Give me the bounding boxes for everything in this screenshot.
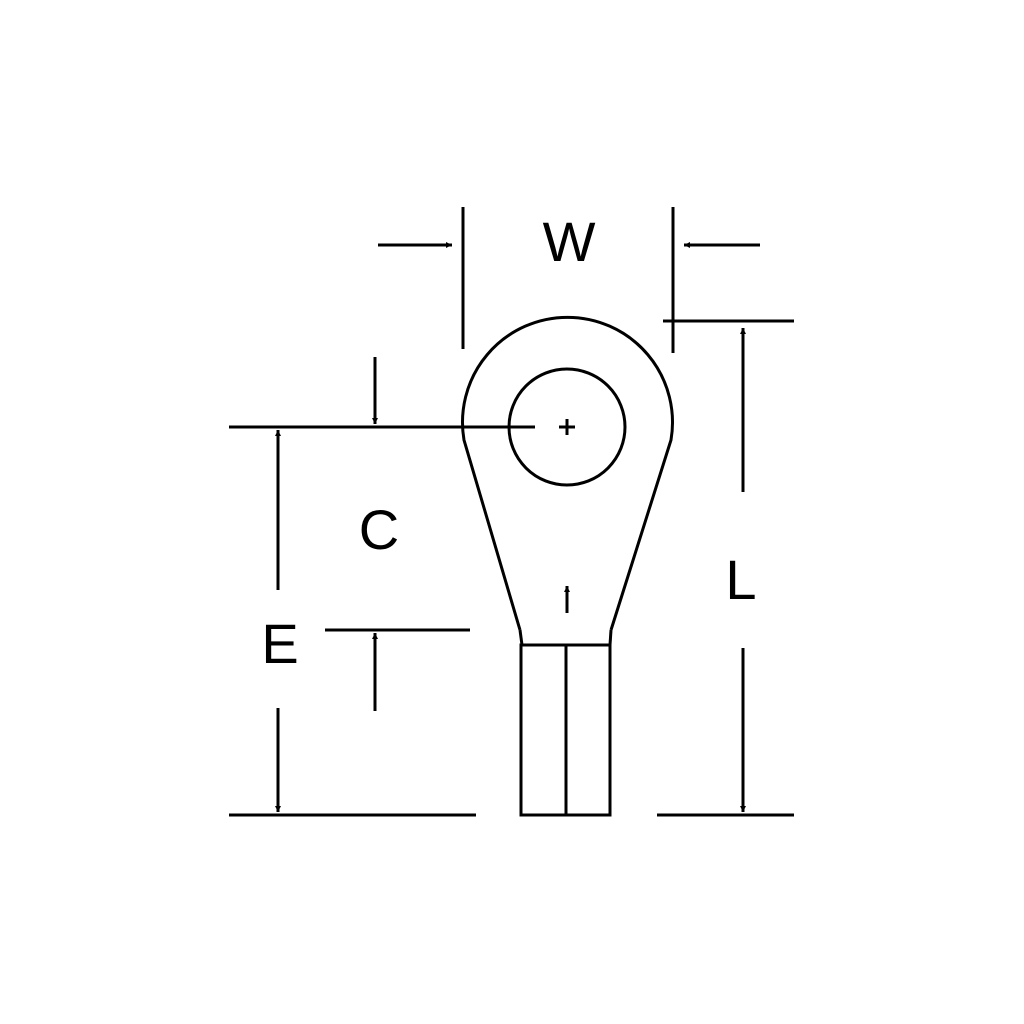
label-l: L (725, 548, 756, 611)
dimension-w: W (378, 207, 760, 353)
label-w: W (543, 210, 596, 273)
dimension-e: E (229, 430, 476, 817)
dimension-c: C (229, 357, 535, 711)
neck-left (518, 629, 524, 646)
neck-right (608, 629, 613, 646)
ring-outline (461, 315, 674, 631)
label-c: C (359, 498, 399, 561)
terminal-body (461, 315, 674, 817)
label-e: E (261, 612, 298, 675)
dimension-l: L (657, 319, 794, 817)
